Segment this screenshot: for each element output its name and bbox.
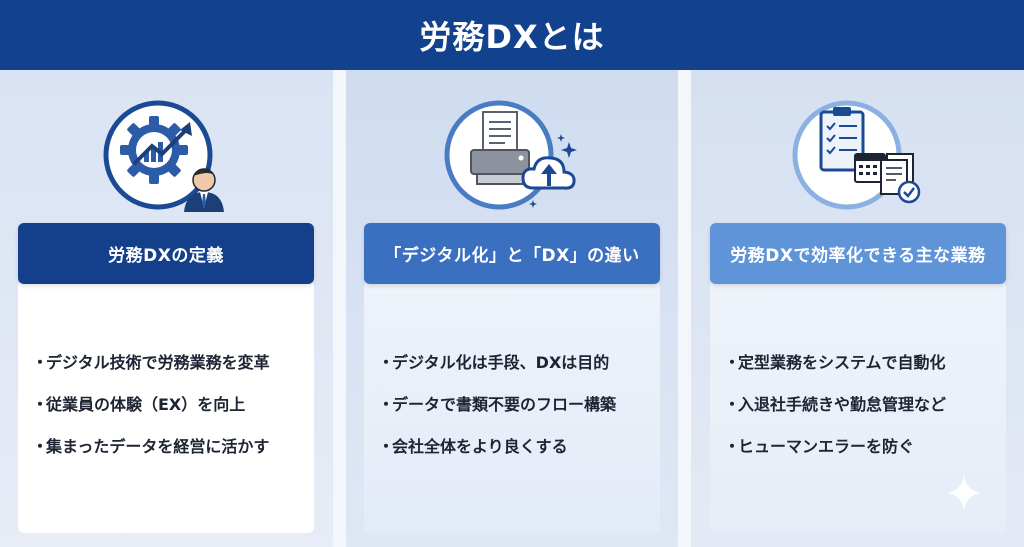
list-item-text: 会社全体をより良くする (392, 437, 568, 456)
list-item-text: 入退社手続きや勤怠管理など (738, 395, 947, 414)
list-item-text: 集まったデータを経営に活かす (46, 437, 270, 456)
bullet: ・ (378, 437, 395, 456)
list-item: ・定型業務をシステムで自動化 (724, 340, 1006, 382)
column-divider (678, 70, 691, 547)
page-title: 労務DXとは (419, 18, 605, 56)
list-item: ・デジタル技術で労務業務を変革 (32, 340, 314, 382)
list-item: ・ヒューマンエラーを防ぐ (724, 424, 1006, 466)
list-item: ・従業員の体験（EX）を向上 (32, 382, 314, 424)
list-item: ・入退社手続きや勤怠管理など (724, 382, 1006, 424)
gear-chart-person-icon (92, 92, 242, 222)
list-item-text: デジタル技術で労務業務を変革 (46, 353, 270, 372)
efficiency-label: 労務DXで効率化できる主な業務 (710, 223, 1006, 284)
bullet: ・ (378, 353, 395, 372)
list-item-text: データで書類不要のフロー構築 (392, 395, 617, 414)
list-item-text: 従業員の体験（EX）を向上 (46, 395, 246, 414)
column-digitalization-vs-dx: 「デジタル化」と「DX」の違い ・デジタル化は手段、DXは目的 ・データで書類不… (346, 70, 678, 547)
list-item: ・デジタル化は手段、DXは目的 (378, 340, 660, 382)
bullet: ・ (724, 395, 741, 414)
sparkle-icon (946, 475, 982, 511)
list-item-text: ヒューマンエラーを防ぐ (738, 437, 915, 456)
bullet: ・ (32, 395, 49, 414)
list-item: ・データで書類不要のフロー構築 (378, 382, 660, 424)
bullet: ・ (724, 353, 741, 372)
efficiency-list: ・定型業務をシステムで自動化 ・入退社手続きや勤怠管理など ・ヒューマンエラーを… (710, 280, 1006, 533)
header-bar: 労務DXとは (0, 0, 1024, 70)
printer-cloud-upload-icon (437, 92, 587, 222)
column-efficiency-tasks: 労務DXで効率化できる主な業務 ・定型業務をシステムで自動化 ・入退社手続きや勤… (691, 70, 1024, 547)
list-item: ・集まったデータを経営に活かす (32, 424, 314, 466)
column-definition: 労務DXの定義 ・デジタル技術で労務業務を変革 ・従業員の体験（EX）を向上 ・… (0, 70, 333, 547)
column-divider (333, 70, 346, 547)
bullet: ・ (378, 395, 395, 414)
bullet: ・ (32, 437, 49, 456)
bullet: ・ (32, 353, 49, 372)
difference-list: ・デジタル化は手段、DXは目的 ・データで書類不要のフロー構築 ・会社全体をより… (364, 280, 660, 533)
clipboard-calendar-documents-icon (783, 92, 933, 222)
difference-label: 「デジタル化」と「DX」の違い (364, 223, 660, 284)
definition-label: 労務DXの定義 (18, 223, 314, 284)
bullet: ・ (724, 437, 741, 456)
definition-list: ・デジタル技術で労務業務を変革 ・従業員の体験（EX）を向上 ・集まったデータを… (18, 280, 314, 533)
list-item-text: 定型業務をシステムで自動化 (738, 353, 946, 372)
list-item-text: デジタル化は手段、DXは目的 (392, 353, 610, 372)
list-item: ・会社全体をより良くする (378, 424, 660, 466)
